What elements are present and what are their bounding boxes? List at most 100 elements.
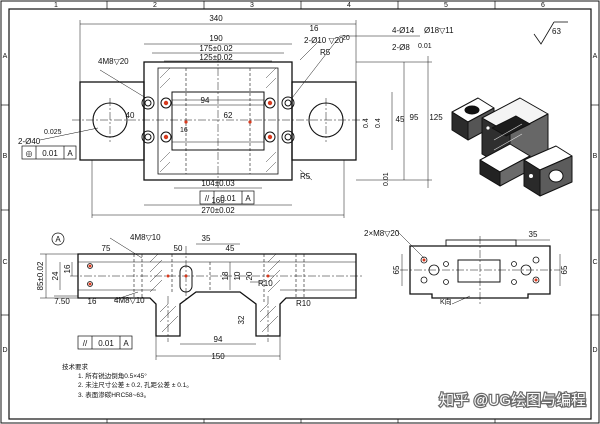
vertical-dim-0-4-b: 0.4 bbox=[375, 118, 382, 128]
dim-24: 24 bbox=[51, 271, 60, 280]
hole-callout-4-d14: 4-Ø14 bbox=[392, 26, 415, 35]
dim-16-left: 16 bbox=[63, 264, 72, 273]
front-view bbox=[70, 246, 364, 342]
vertical-dim-16: 16 bbox=[180, 127, 188, 134]
dim-65-right: 65 bbox=[560, 265, 569, 274]
note-line-1: 1. 所有锐边倒角0.5×45° bbox=[78, 371, 147, 380]
dim-95: 95 bbox=[410, 113, 419, 122]
row-label: B bbox=[593, 153, 598, 160]
technical-notes: 技术要求 1. 所有锐边倒角0.5×45° 2. 未注尺寸公差 ± 0.2, 孔… bbox=[62, 362, 193, 399]
dim-104: 104±0.03 bbox=[201, 179, 235, 188]
dim-190: 190 bbox=[209, 34, 223, 43]
dim-overall-length: 340 bbox=[209, 14, 223, 23]
dim-10: 10 bbox=[233, 271, 242, 280]
column-label: 5 bbox=[444, 2, 448, 9]
dim-175: 175±0.02 bbox=[199, 44, 233, 53]
tolerance-frame-front: // 0.01 A bbox=[77, 335, 133, 350]
column-label: 6 bbox=[541, 2, 545, 9]
watermark-text: 知乎 @UG绘图与编程 bbox=[439, 392, 586, 409]
watermark: 知乎 @UG绘图与编程 bbox=[438, 391, 587, 410]
gdt-value: 0.01 bbox=[98, 339, 114, 348]
front-view-outline bbox=[77, 253, 357, 337]
vertical-dim-20: 20 bbox=[342, 35, 350, 42]
right-ear bbox=[291, 81, 357, 161]
side-view-outline bbox=[409, 245, 551, 299]
note-line-3: 3. 表面渗碳HRC58~63。 bbox=[78, 390, 150, 399]
dim-270: 270±0.02 bbox=[201, 206, 235, 215]
dim-94: 94 bbox=[201, 96, 210, 105]
left-ear bbox=[79, 81, 145, 161]
row-label: B bbox=[3, 153, 8, 160]
tolerance-frame-left: ◎ 0.01 A bbox=[21, 145, 77, 160]
dim-62: 62 bbox=[224, 111, 233, 120]
gdt-datum: A bbox=[67, 149, 73, 158]
isometric-view bbox=[451, 97, 573, 197]
dim-18: 18 bbox=[221, 271, 230, 280]
dim-16-bottom: 16 bbox=[88, 297, 97, 306]
top-view bbox=[72, 54, 366, 188]
roughness-value: 63 bbox=[552, 27, 561, 36]
notes-title: 技术要求 bbox=[62, 362, 89, 371]
tolerance-0-01: 0.01 bbox=[418, 43, 432, 50]
gdt-datum: A bbox=[245, 194, 251, 203]
dim-150: 150 bbox=[211, 352, 225, 361]
row-label: D bbox=[2, 347, 7, 354]
border-labels: 1 2 3 4 5 6 A B C D A B C D bbox=[2, 2, 597, 354]
side-view-dimension-lines bbox=[395, 229, 561, 305]
row-label: A bbox=[3, 53, 8, 60]
gdt-value: 0.01 bbox=[220, 194, 236, 203]
hole-callout-2-d40: 2-Ø40 bbox=[18, 137, 41, 146]
front-view-dimension-text: A 35 50 45 75 94 150 85±0.02 24 16 16 7.… bbox=[36, 233, 311, 361]
datum-label: A bbox=[55, 235, 61, 244]
dim-32: 32 bbox=[237, 315, 246, 324]
dim-16: 16 bbox=[310, 24, 319, 33]
dim-40: 40 bbox=[126, 111, 135, 120]
dim-65-left: 65 bbox=[392, 265, 401, 274]
gdt-symbol: ◎ bbox=[26, 149, 33, 158]
thread-callout: 4M8▽20 bbox=[98, 57, 129, 66]
datum-circle bbox=[51, 232, 65, 246]
note-line-2: 2. 未注尺寸公差 ± 0.2, 孔距公差 ± 0.1。 bbox=[78, 380, 193, 389]
vertical-dim-0-4-a: 0.4 bbox=[363, 118, 370, 128]
row-label: C bbox=[592, 259, 597, 266]
gdt-datum: A bbox=[123, 339, 129, 348]
dim-45: 45 bbox=[396, 115, 405, 124]
tolerance-frame-bottom: // 0.01 A bbox=[199, 190, 255, 205]
column-label: 2 bbox=[153, 2, 157, 9]
roughness-symbol: 63 bbox=[533, 21, 568, 45]
dim-45: 45 bbox=[226, 244, 235, 253]
vertical-dim-0-01: 0.01 bbox=[383, 172, 390, 186]
row-label: A bbox=[593, 53, 598, 60]
radius-r5-bottom: R5 bbox=[300, 172, 311, 181]
dim-75: 75 bbox=[102, 244, 111, 253]
view-direction-label: K向 bbox=[440, 297, 452, 306]
top-view-dimension-text: 340 190 175±0.02 125±0.02 94 104±0.03 16… bbox=[18, 14, 454, 215]
gdt-symbol: // bbox=[205, 194, 210, 203]
dim-7-50: 7.50 bbox=[54, 297, 70, 306]
radius-r10-b: R10 bbox=[296, 299, 311, 308]
front-view-dimension-lines bbox=[40, 237, 281, 360]
hole-callout-2-d10: 2-Ø10 ▽20 bbox=[304, 36, 344, 45]
gdt-symbol: // bbox=[83, 339, 88, 348]
hole-callout-2-d8: 2-Ø8 bbox=[392, 43, 410, 52]
thread-callout: 2×M8▽20 bbox=[364, 229, 400, 238]
tolerance-0-025: 0.025 bbox=[44, 129, 62, 136]
dim-20: 20 bbox=[245, 271, 254, 280]
dim-50: 50 bbox=[174, 244, 183, 253]
dim-94: 94 bbox=[214, 335, 223, 344]
row-label: D bbox=[592, 347, 597, 354]
radius-r10-a: R10 bbox=[258, 279, 273, 288]
dim-35: 35 bbox=[529, 230, 538, 239]
side-view bbox=[400, 236, 560, 304]
dim-35: 35 bbox=[202, 234, 211, 243]
dim-125: 125±0.02 bbox=[199, 53, 233, 62]
hole-callout-d18: Ø18▽11 bbox=[424, 26, 454, 35]
row-label: C bbox=[2, 259, 7, 266]
gdt-value: 0.01 bbox=[42, 149, 58, 158]
radius-r5-top: R5 bbox=[320, 48, 331, 57]
dim-85: 85±0.02 bbox=[36, 261, 45, 290]
top-view-dimension-lines bbox=[39, 20, 432, 218]
column-label: 3 bbox=[250, 2, 254, 9]
